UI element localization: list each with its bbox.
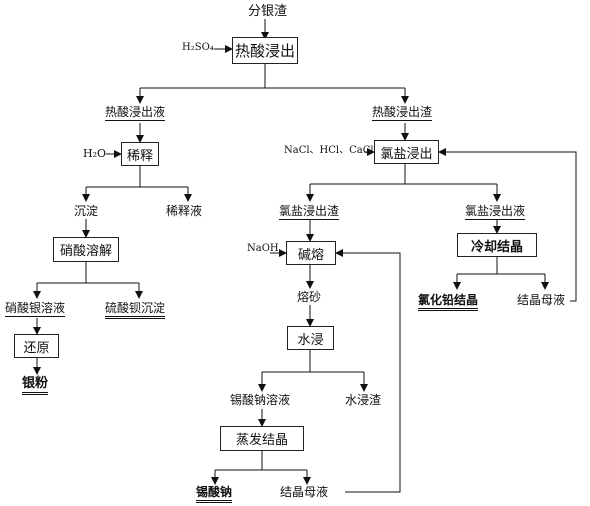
- process-reduce: 还原: [14, 334, 59, 358]
- reagent-naoh: NaOH: [247, 243, 279, 254]
- stream-dilute-liquor: 稀释液: [166, 204, 203, 218]
- reagent-h2so4: H₂SO₄: [182, 42, 214, 53]
- process-cooling-crystallization: 冷却结晶: [457, 233, 537, 257]
- stream-chloride-liquor: 氯盐浸出液: [465, 204, 526, 220]
- stream-silver-nitrate: 硝酸银溶液: [5, 301, 66, 317]
- process-alkali-fusion: 碱熔: [286, 241, 336, 265]
- reagent-h2o: H₂O: [83, 147, 107, 160]
- stream-mother-liquor-2: 结晶母液: [517, 293, 566, 307]
- product-silver-powder: 银粉: [22, 376, 49, 395]
- process-dilute: 稀释: [121, 142, 159, 166]
- stream-barium-sulfate: 硫酸钡沉淀: [105, 301, 166, 319]
- stream-water-leach-residue: 水浸渣: [345, 393, 382, 407]
- product-lead-chloride: 氯化铅结晶: [418, 293, 479, 311]
- stream-sodium-stannate-solution: 锡酸钠溶液: [230, 393, 291, 407]
- stream-mother-liquor-1: 结晶母液: [280, 485, 329, 499]
- product-sodium-stannate: 锡酸钠: [196, 485, 233, 503]
- process-hot-acid-leach: 热酸浸出: [232, 37, 298, 64]
- reagent-chloride: NaCl、HCl、CaCl₂: [284, 145, 378, 156]
- stream-molten-sand: 熔砂: [297, 290, 322, 304]
- stream-hot-acid-liquor: 热酸浸出液: [105, 105, 166, 121]
- process-water-leach: 水浸: [287, 326, 334, 350]
- process-evaporative-crystallization: 蒸发结晶: [220, 426, 304, 451]
- process-nitric-dissolve: 硝酸溶解: [53, 237, 119, 262]
- process-chloride-leach: 氯盐浸出: [374, 140, 439, 164]
- stream-precipitate: 沉淀: [74, 204, 99, 218]
- stream-chloride-residue: 氯盐浸出渣: [279, 204, 340, 220]
- start-material-label: 分银渣: [248, 4, 288, 19]
- stream-hot-acid-residue: 热酸浸出渣: [372, 105, 433, 121]
